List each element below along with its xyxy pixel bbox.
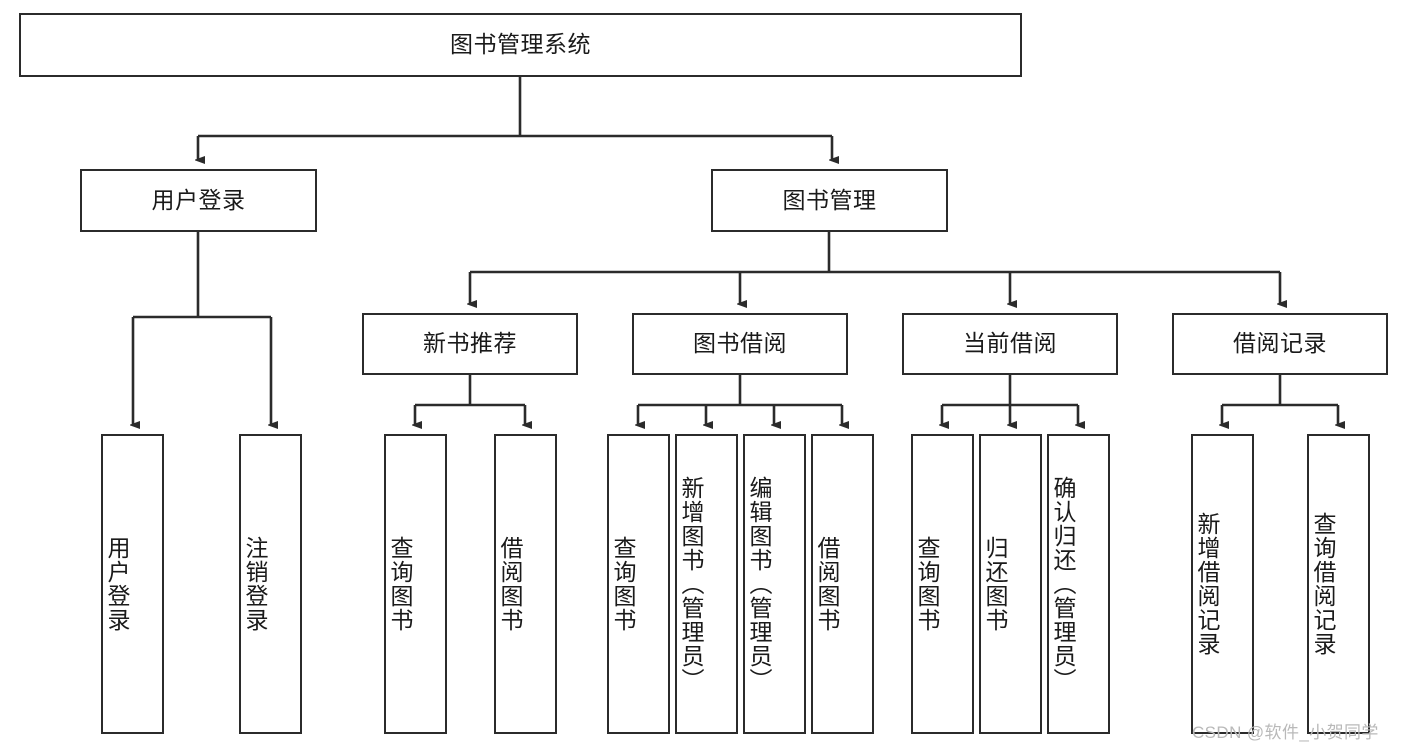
node-label: 借阅图书 (497, 536, 524, 632)
node-label: 查询图书 (914, 536, 941, 632)
node-label: 查询图书 (387, 536, 414, 632)
node-user-login[interactable]: 用户登录 (80, 169, 317, 232)
node-book-management[interactable]: 图书管理 (711, 169, 948, 232)
node-label: 查询图书 (610, 536, 637, 632)
node-borrow-record[interactable]: 借阅记录 (1172, 313, 1388, 375)
leaf-current-return-book[interactable]: 归还图书 (979, 434, 1042, 734)
node-label: 编辑图书（管理员） (746, 476, 773, 692)
node-label: 借阅图书 (814, 536, 841, 632)
watermark-text: CSDN @软件_小贺同学 (1192, 723, 1379, 742)
node-label: 新增借阅记录 (1194, 512, 1221, 656)
node-label: 图书管理系统 (450, 31, 591, 58)
leaf-current-confirm-return-admin[interactable]: 确认归还（管理员） (1047, 434, 1110, 734)
leaf-user-login-login[interactable]: 用户登录 (101, 434, 164, 734)
node-label: 用户登录 (151, 186, 246, 213)
leaf-user-login-logout[interactable]: 注销登录 (239, 434, 302, 734)
node-label: 当前借阅 (963, 330, 1057, 357)
leaf-borrow-query-book[interactable]: 查询图书 (607, 434, 670, 734)
leaf-record-add-record[interactable]: 新增借阅记录 (1191, 434, 1254, 734)
node-label: 用户登录 (104, 536, 131, 632)
leaf-recommend-query-book[interactable]: 查询图书 (384, 434, 447, 734)
node-current-borrow[interactable]: 当前借阅 (902, 313, 1118, 375)
node-label: 确认归还（管理员） (1050, 476, 1077, 692)
node-label: 查询借阅记录 (1310, 512, 1337, 656)
node-label: 图书管理 (782, 186, 877, 213)
node-label: 归还图书 (982, 536, 1009, 632)
node-label: 新书推荐 (423, 330, 517, 357)
node-label: 注销登录 (242, 536, 269, 632)
node-new-book-recommend[interactable]: 新书推荐 (362, 313, 578, 375)
node-label: 借阅记录 (1233, 330, 1327, 357)
leaf-borrow-add-book-admin[interactable]: 新增图书（管理员） (675, 434, 738, 734)
node-label: 图书借阅 (693, 330, 787, 357)
node-root-system[interactable]: 图书管理系统 (19, 13, 1022, 77)
node-label: 新增图书（管理员） (678, 476, 705, 692)
leaf-recommend-borrow-book[interactable]: 借阅图书 (494, 434, 557, 734)
leaf-record-query-record[interactable]: 查询借阅记录 (1307, 434, 1370, 734)
leaf-borrow-edit-book-admin[interactable]: 编辑图书（管理员） (743, 434, 806, 734)
node-book-borrow[interactable]: 图书借阅 (632, 313, 848, 375)
leaf-borrow-borrow-book[interactable]: 借阅图书 (811, 434, 874, 734)
leaf-current-query-book[interactable]: 查询图书 (911, 434, 974, 734)
